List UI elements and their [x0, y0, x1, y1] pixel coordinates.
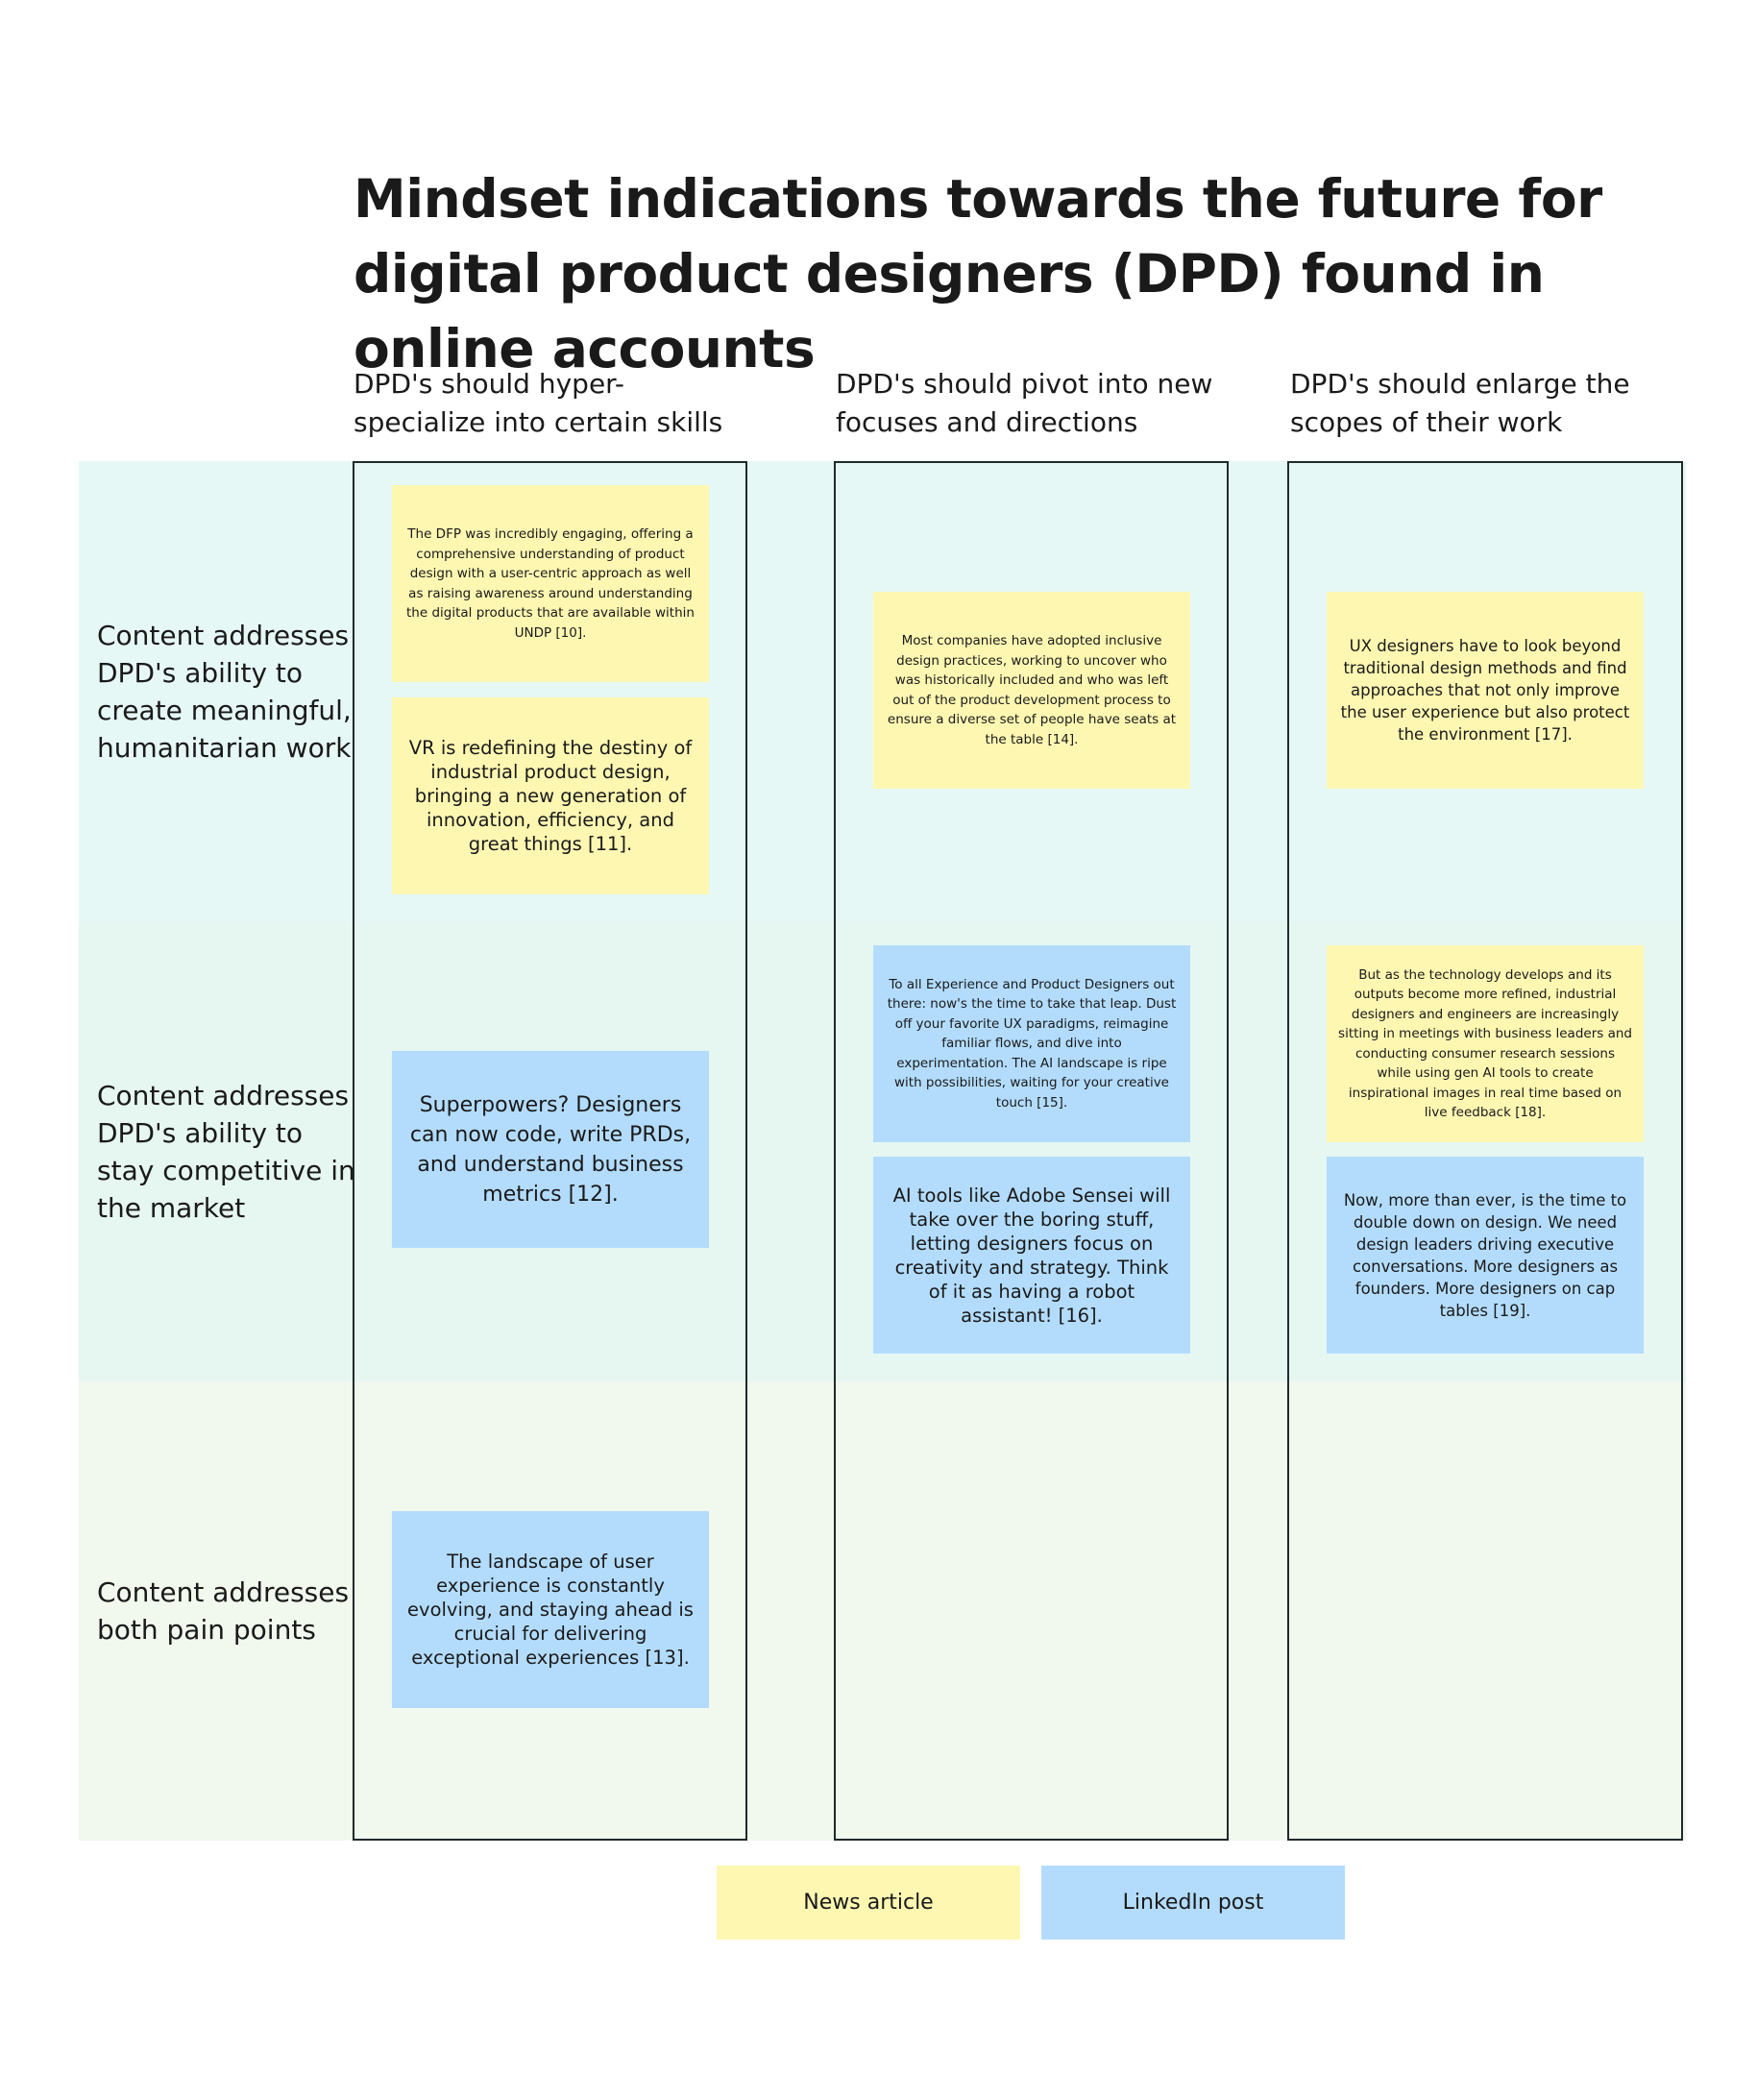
- note-text: VR is redefining the destiny of industri…: [408, 737, 693, 855]
- row-band-both: [79, 1381, 1686, 1841]
- legend-news-article: News article: [717, 1866, 1020, 1940]
- sticky-note-linkedin: To all Experience and Product Designers …: [873, 945, 1190, 1142]
- diagram-title: Mindset indications towards the future f…: [354, 168, 1602, 379]
- row-label-meaningful-work: Content addresses DPD's ability to creat…: [97, 620, 352, 764]
- note-text: Superpowers? Designers can now code, wri…: [409, 1092, 692, 1207]
- note-text: To all Experience and Product Designers …: [887, 976, 1177, 1111]
- column-frame-hyper-specialize: [353, 461, 747, 1841]
- sticky-note-news: The DFP was incredibly engaging, offerin…: [392, 485, 709, 682]
- sticky-note-news: VR is redefining the destiny of industri…: [392, 697, 709, 894]
- legend-label: LinkedIn post: [1122, 1891, 1264, 1915]
- column-frame-enlarge-scope: [1287, 461, 1683, 1841]
- column-header-enlarge-scope: DPD's should enlarge the scopes of their…: [1290, 368, 1630, 438]
- sticky-note-linkedin: Now, more than ever, is the time to doub…: [1327, 1157, 1644, 1354]
- note-text: AI tools like Adobe Sensei will take ove…: [892, 1184, 1171, 1327]
- sticky-note-linkedin: The landscape of user experience is cons…: [392, 1511, 709, 1708]
- note-text: The landscape of user experience is cons…: [407, 1551, 694, 1669]
- sticky-note-news: UX designers have to look beyond traditi…: [1327, 592, 1644, 789]
- note-text: But as the technology develops and its o…: [1338, 966, 1632, 1121]
- sticky-note-linkedin: AI tools like Adobe Sensei will take ove…: [873, 1157, 1190, 1354]
- column-header-pivot: DPD's should pivot into new focuses and …: [836, 368, 1213, 438]
- column-frame-pivot: [834, 461, 1229, 1841]
- note-text: The DFP was incredibly engaging, offerin…: [406, 526, 695, 641]
- note-text: Now, more than ever, is the time to doub…: [1343, 1190, 1627, 1320]
- sticky-note-linkedin: Superpowers? Designers can now code, wri…: [392, 1051, 709, 1248]
- note-text: UX designers have to look beyond traditi…: [1340, 637, 1630, 744]
- legend-label: News article: [803, 1891, 934, 1915]
- legend-linkedin-post: LinkedIn post: [1041, 1866, 1345, 1940]
- column-header-hyper-specialize: DPD's should hyper-specialize into certa…: [354, 368, 723, 438]
- row-label-both: Content addresses both pain points: [97, 1576, 350, 1646]
- note-text: Most companies have adopted inclusive de…: [887, 633, 1177, 747]
- sticky-note-news: Most companies have adopted inclusive de…: [873, 592, 1190, 789]
- row-label-competitive: Content addresses DPD's ability to stay …: [97, 1080, 355, 1224]
- sticky-note-news: But as the technology develops and its o…: [1327, 945, 1644, 1142]
